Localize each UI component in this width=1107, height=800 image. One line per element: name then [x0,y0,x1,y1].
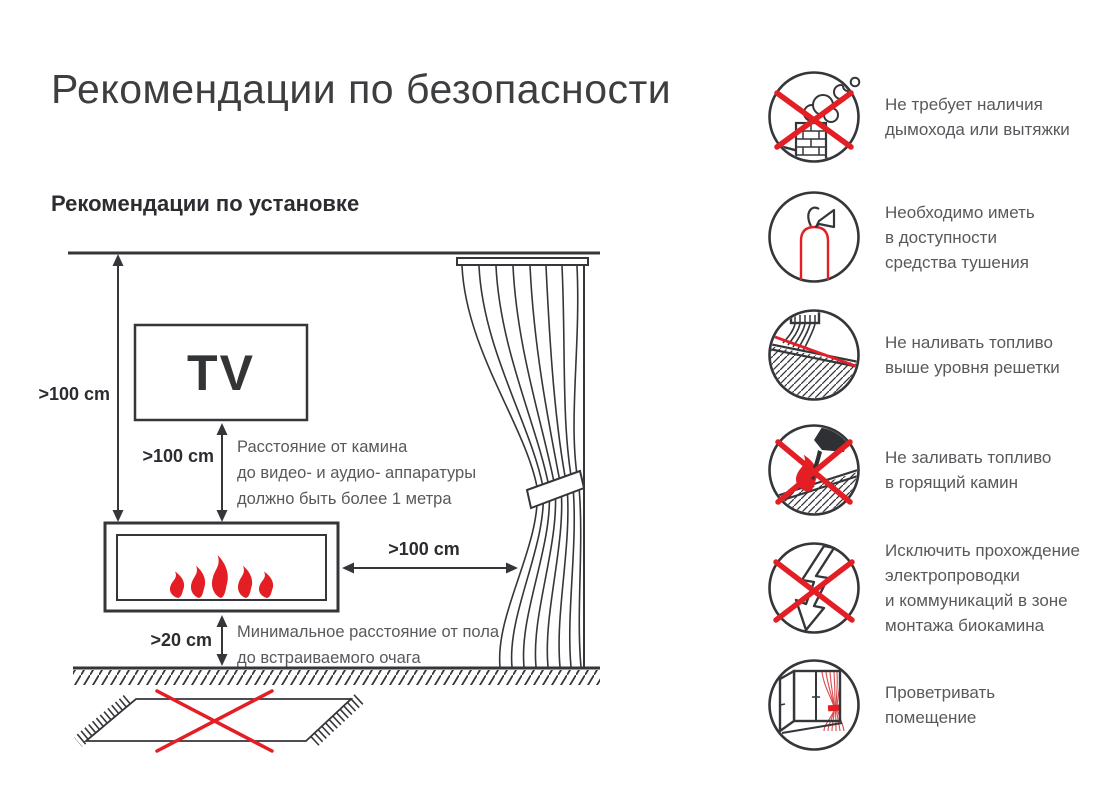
tv-box [133,323,309,422]
safety-item-ventilate: Проветривать помещение [766,657,1107,753]
no-chimney-icon [768,71,861,163]
no-electrical-wiring-icon [768,542,860,634]
fire-extinguisher-icon [768,191,860,283]
dim-tv-to-fireplace: >100 cm [142,446,214,466]
no-refuel-burning-icon [768,424,860,516]
dim-fireplace-to-curtain: >100 cm [388,539,460,559]
curtain [456,257,589,668]
safety-item-label: Не наливать топливо выше уровня решетки [885,333,1060,377]
safety-item-extinguisher: Необходимо иметь в доступности средства … [766,189,1107,285]
safety-item-fuel-level: Не наливать топливо выше уровня решетки [766,307,1107,403]
curtain-tie [525,469,586,510]
page-title: Рекомендации по безопасности [51,66,672,112]
caption-floor-distance: Минимальное расстояние от пола до встраи… [237,623,500,667]
safety-item-label: Не требует наличия дымохода или вытяжки [885,95,1070,139]
flames [169,555,274,598]
safety-item-label: Исключить прохождение электропроводки и … [885,541,1080,635]
rug-crossed-out [73,689,364,753]
arrow-tv-to-fireplace [216,423,228,522]
tv-label: TV [187,344,255,401]
caption-tv-distance: Расстояние от камина до видео- и аудио- … [237,438,477,508]
safety-item-no-wiring: Исключить прохождение электропроводки и … [766,540,1107,636]
safety-item-label: Проветривать помещение [885,683,996,727]
ventilate-room-icon [768,659,860,751]
no-fuel-above-grate-icon [768,309,860,401]
safety-item-label: Необходимо иметь в доступности средства … [885,202,1035,272]
dim-ceiling-to-fireplace: >100 cm [38,384,110,404]
arrow-fireplace-to-floor [216,615,228,666]
arrow-fireplace-to-curtain [342,562,518,574]
safety-item-no-chimney: Не требует наличия дымохода или вытяжки [766,69,1107,165]
floor-hatching [73,670,600,685]
fireplace [103,521,340,613]
safety-item-label: Не заливать топливо в горящий камин [885,448,1052,492]
section-title: Рекомендации по установке [51,191,360,216]
arrow-ceiling-to-fireplace [112,254,124,522]
red-cross [155,689,274,753]
dim-fireplace-to-floor: >20 cm [150,630,212,650]
safety-item-no-refuel: Не заливать топливо в горящий камин [766,422,1107,518]
installation-diagram [68,251,600,753]
